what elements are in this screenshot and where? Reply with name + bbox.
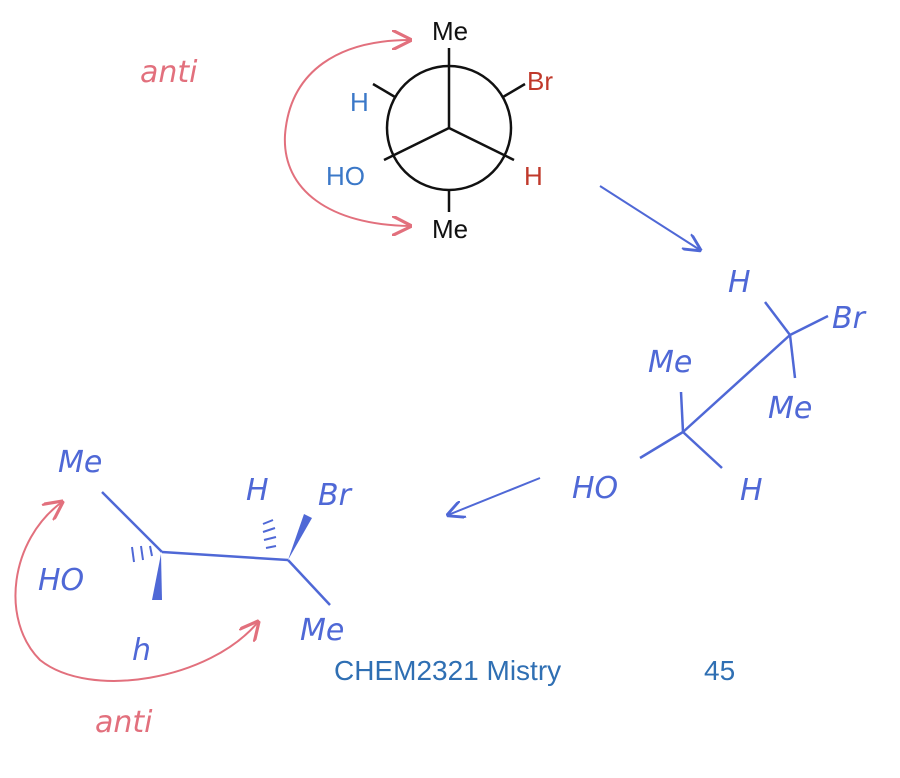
anti-annotation-bottom: anti bbox=[14, 502, 258, 740]
anti-annotation-top: anti bbox=[140, 40, 410, 226]
footer-course-label: CHEM2321 Mistry bbox=[334, 655, 561, 686]
sawhorse-top-me-label: Me bbox=[768, 391, 812, 426]
zigzag-br-label: Br bbox=[318, 478, 353, 513]
newman-front-top-label: Me bbox=[432, 16, 468, 46]
sawhorse-cc-bond bbox=[682, 334, 791, 433]
reaction-arrow-1 bbox=[599, 185, 700, 250]
zigzag-me-label: Me bbox=[58, 445, 102, 480]
zigzag-hash-h bbox=[262, 519, 277, 549]
front-bond-bottom-left bbox=[383, 126, 450, 162]
zigzag-ho-label: HO bbox=[38, 563, 84, 598]
sawhorse-top-bond-h bbox=[764, 301, 791, 336]
sawhorse-lower-bond-ho bbox=[639, 430, 684, 460]
sawhorse-lower-ho-label: HO bbox=[572, 471, 618, 506]
zigzag-bond-me bbox=[101, 491, 163, 553]
zigzag-bond-me-right bbox=[287, 559, 331, 606]
newman-back-top-right-label: Br bbox=[527, 66, 553, 96]
sawhorse-lower-bond-me bbox=[679, 391, 685, 433]
front-bond-bottom-right bbox=[448, 126, 515, 162]
anti-curved-arrow-bottom bbox=[14, 502, 258, 682]
newman-back-bottom-label: Me bbox=[432, 214, 468, 244]
zigzag-me-right-label: Me bbox=[300, 613, 344, 648]
zigzag-structure: Me HO h H Br Me bbox=[38, 445, 353, 668]
anti-label-bottom: anti bbox=[95, 705, 153, 740]
sawhorse-top-h-label: H bbox=[728, 265, 751, 300]
anti-curved-arrow-top bbox=[283, 40, 410, 226]
zigzag-cc-bond bbox=[161, 550, 289, 562]
anti-label-top: anti bbox=[140, 55, 198, 90]
sawhorse-lower-bond-h bbox=[682, 431, 723, 469]
newman-front-bottom-left-label: HO bbox=[326, 161, 365, 191]
zigzag-wedge-h bbox=[152, 554, 162, 600]
sawhorse-top-br-label: Br bbox=[832, 301, 867, 336]
sawhorse-top-bond-br bbox=[789, 314, 829, 337]
sawhorse-lower-h-label: H bbox=[740, 473, 763, 508]
sawhorse-top-bond-me bbox=[788, 334, 797, 379]
sawhorse-lower-me-label: Me bbox=[648, 345, 692, 380]
newman-front-bottom-right-label: H bbox=[524, 161, 543, 191]
zigzag-wedge-br bbox=[288, 514, 312, 560]
zigzag-hash-ho bbox=[131, 545, 153, 563]
sawhorse-structure: H Br Me Me HO H bbox=[572, 265, 867, 508]
footer-page-number: 45 bbox=[704, 655, 735, 686]
back-bond-top-right bbox=[502, 82, 526, 99]
newman-projection: Me H Br HO H Me bbox=[326, 16, 553, 244]
zigzag-h-lower-label: h bbox=[132, 633, 151, 668]
back-bond-top-left bbox=[372, 82, 396, 99]
zigzag-h-upper-label: H bbox=[246, 473, 269, 508]
reaction-arrow-2 bbox=[448, 477, 541, 515]
newman-back-top-left-label: H bbox=[350, 87, 369, 117]
